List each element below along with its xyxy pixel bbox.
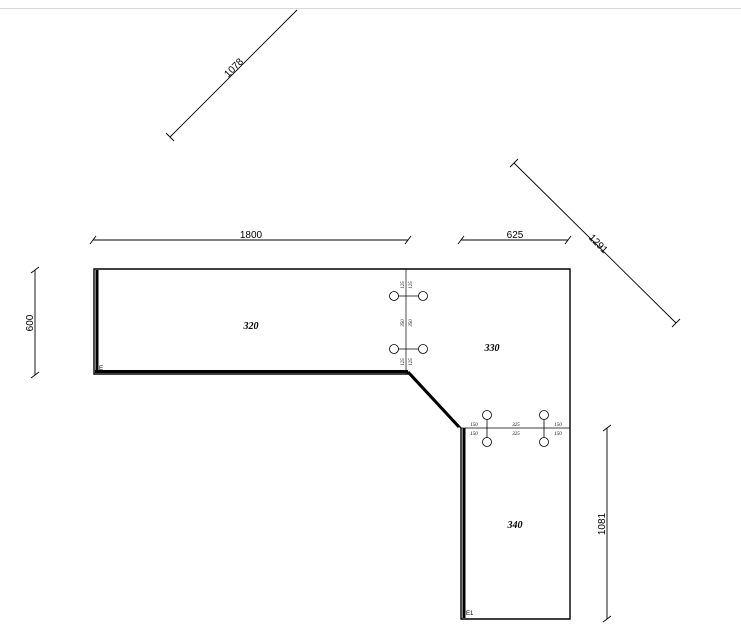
seam-label: 150 [554, 432, 562, 437]
part-label-left: 320 [243, 321, 259, 332]
seam-label: 350 [401, 319, 406, 327]
dim-top-width: 1800 [240, 230, 263, 241]
seam-label: 125 [409, 358, 414, 366]
edge-mark-left: E [99, 366, 103, 372]
seam-label: 125 [401, 358, 406, 366]
seam-label: 350 [409, 319, 414, 327]
countertop-outline [93, 268, 571, 620]
seam-label: 125 [401, 281, 406, 289]
seam-label: 325 [512, 432, 520, 437]
part-label-corner: 330 [484, 343, 500, 354]
connector-bolt [389, 344, 428, 354]
top-divider [0, 8, 741, 9]
dim-left-height: 600 [25, 314, 36, 331]
connector-bolt [482, 410, 492, 447]
seam-label: 125 [409, 281, 414, 289]
dim-right-diagonal: 1291 [586, 232, 610, 256]
edge-mark-bottom: E1 [466, 611, 474, 617]
part-label-bottom: 340 [507, 520, 523, 531]
connector-bolt [389, 291, 428, 301]
dim-top-diagonal: 1078 [222, 56, 246, 80]
seam-label: 325 [512, 423, 520, 428]
front-edge-strip-diagonal [406, 370, 461, 429]
seam-label: 150 [554, 423, 562, 428]
seam-label: 150 [470, 432, 478, 437]
connector-bolt [539, 410, 549, 447]
dim-line-top-diagonal [169, 9, 298, 138]
dim-line-right-diagonal [513, 162, 677, 324]
dim-right-height: 1081 [597, 512, 608, 535]
dim-right-top-width: 625 [507, 230, 524, 241]
seam-label: 150 [470, 423, 478, 428]
